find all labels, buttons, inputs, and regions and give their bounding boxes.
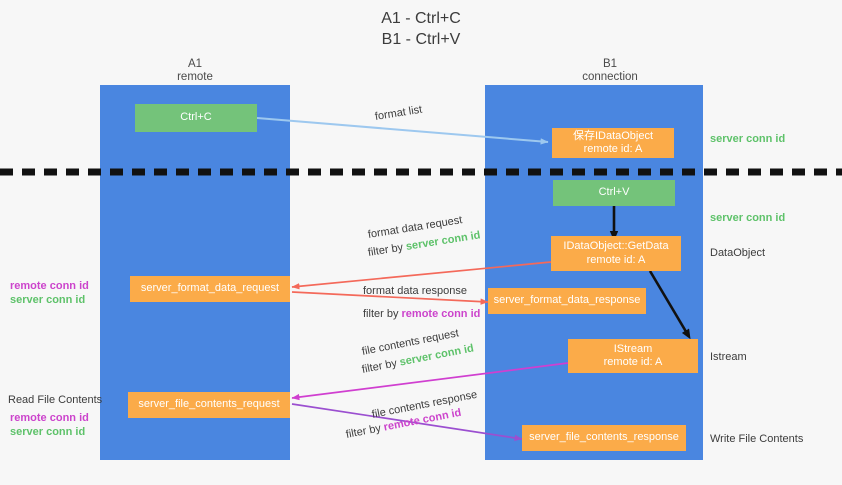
box-ctrl-c[interactable]: Ctrl+C [135, 104, 257, 132]
box-server-format-data-request-label: server_format_data_request [140, 282, 280, 295]
box-server-format-data-response[interactable]: server_format_data_response [488, 288, 646, 314]
box-ctrl-c-label: Ctrl+C [180, 111, 212, 124]
box-istream-line1: IStream [613, 342, 653, 355]
filter-prefix: filter by [367, 241, 407, 259]
edge-label-format-data-response-text: format data response [363, 285, 467, 297]
left-label-group-file: remote conn id server conn id [10, 411, 89, 439]
column-header-a1-sub: remote [177, 71, 213, 83]
box-idataobject-getdata[interactable]: IDataObject::GetData remote id: A [551, 236, 681, 271]
box-ctrl-v[interactable]: Ctrl+V [553, 180, 675, 206]
right-label-write-file-contents: Write File Contents [710, 433, 804, 445]
filter-prefix: filter by [344, 421, 385, 441]
left-label-read-file-contents: Read File Contents [8, 394, 103, 406]
column-header-b1: B1 connection [540, 58, 680, 84]
edge-label-file-contents-request: file contents request filter by server c… [360, 327, 476, 377]
right-label-istream: Istream [710, 351, 747, 363]
filter-prefix: filter by [360, 356, 401, 376]
page-title: A1 - Ctrl+C B1 - Ctrl+V [0, 8, 842, 50]
left-label-remote-conn-id-2: remote conn id [10, 412, 89, 424]
box-server-format-data-response-label: server_format_data_response [493, 294, 641, 307]
filter-prefix: filter by [363, 308, 402, 320]
box-istream-line2: remote id: A [603, 356, 663, 368]
box-save-idataobject-line1: 保存IDataObject [572, 129, 654, 142]
title-line-1: A1 - Ctrl+C [381, 10, 461, 27]
edge-label-format-data-request: format data request filter by server con… [367, 214, 482, 260]
left-label-group-format: remote conn id server conn id [10, 279, 89, 307]
box-ctrl-v-label: Ctrl+V [598, 186, 630, 199]
column-header-b1-name: B1 [602, 58, 618, 70]
column-header-b1-sub: connection [582, 71, 638, 83]
edge-label-file-contents-response: file contents response filter by remote … [345, 389, 479, 442]
box-idataobject-getdata-line2: remote id: A [586, 253, 646, 266]
right-label-server-conn-id-mid: server conn id [710, 212, 786, 224]
left-label-remote-conn-id-1: remote conn id [10, 280, 89, 292]
left-label-server-conn-id-1: server conn id [10, 294, 86, 306]
edge-label-format-data-response-filter: filter by remote conn id [363, 307, 480, 321]
box-save-idataobject[interactable]: 保存IDataObject remote id: A [552, 128, 674, 158]
right-label-server-conn-id-top: server conn id [710, 133, 786, 145]
box-server-file-contents-response-label: server_file_contents_response [529, 431, 679, 444]
box-istream[interactable]: IStream remote id: A [568, 339, 698, 373]
edge-label-format-list-text: format list [374, 103, 424, 123]
box-server-format-data-request[interactable]: server_format_data_request [130, 276, 290, 302]
filter-value-remote-conn-id: remote conn id [401, 308, 481, 320]
box-server-file-contents-request[interactable]: server_file_contents_request [128, 392, 290, 418]
edge-label-format-list: format list [374, 104, 423, 124]
title-line-2: B1 - Ctrl+V [381, 31, 461, 48]
box-server-file-contents-request-label: server_file_contents_request [138, 398, 280, 411]
edge-label-format-data-response: format data response filter by remote co… [363, 284, 480, 321]
box-save-idataobject-line2: remote id: A [583, 143, 643, 155]
box-idataobject-getdata-line1: IDataObject::GetData [563, 240, 669, 252]
box-server-file-contents-response[interactable]: server_file_contents_response [522, 425, 686, 451]
right-label-dataobject: DataObject [710, 247, 766, 259]
left-label-server-conn-id-2: server conn id [10, 426, 86, 438]
column-header-a1: A1 remote [125, 58, 265, 84]
column-header-a1-name: A1 [187, 58, 203, 70]
